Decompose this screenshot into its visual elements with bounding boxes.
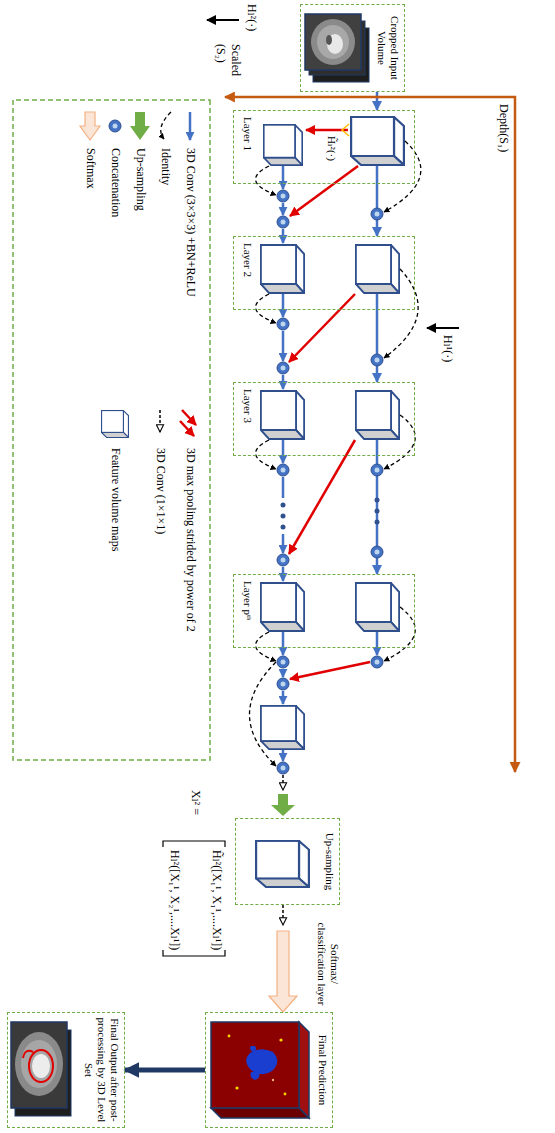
- ellipsis-dots: [281, 498, 380, 530]
- connector: [377, 92, 378, 110]
- depth-axis: [225, 97, 515, 772]
- input-volume-box: Cropped Input Volume: [300, 4, 405, 92]
- legend-text: 3D max pooling strided by power of 2: [183, 448, 198, 632]
- operator-label: Hₗ¹(·): [440, 335, 455, 362]
- axis-label: Depth(S₁): [496, 104, 511, 152]
- output-picture: [11, 1022, 71, 1116]
- equation-bracket: [163, 841, 225, 847]
- box-label: Final Output after post-processing by 3D…: [82, 1017, 121, 1123]
- layer-box: Layer 2: [233, 236, 415, 310]
- box-label: Up-sampling: [323, 823, 336, 900]
- prediction-box: Final Prediction: [205, 1012, 333, 1128]
- equation-term: Hₗ²([X₁¹, X₂¹,....Xₗ¹]): [167, 850, 182, 950]
- layer-box: Layer 3: [233, 382, 415, 456]
- identity-arrow: [250, 141, 421, 766]
- upsampling-arrow: [271, 794, 295, 816]
- equation-bracket: [163, 950, 225, 956]
- conv-arrow: [283, 166, 377, 761]
- concatenation-dot: [277, 190, 383, 774]
- box-label: Layer pᵗʰ: [241, 581, 254, 621]
- conv1-arrow: [282, 775, 284, 790]
- pooling-bracket: [342, 124, 349, 136]
- operator-label: H̃ₗ²(·): [324, 136, 339, 161]
- box-label: Cropped Input Volume: [375, 9, 401, 87]
- operator-arrow: [207, 19, 239, 21]
- legend-text: 3D Conv (3×3×3) +BN+ReLU: [183, 148, 198, 297]
- upsampling-box: Up-sampling: [235, 818, 340, 905]
- output-box: Final Output after post-processing by 3D…: [7, 1012, 125, 1128]
- legend-text: Up-sampling: [133, 148, 148, 211]
- prediction-picture: [211, 1022, 309, 1118]
- feature-cube: [256, 117, 404, 887]
- equation-term: Xₗ² =: [188, 790, 203, 815]
- mri-input-picture: [305, 14, 369, 82]
- legend-text: Concatenation: [108, 148, 123, 217]
- connector: [377, 310, 378, 382]
- connector: [269, 905, 297, 1012]
- operator-arrow: [427, 327, 459, 329]
- legend-frame: [13, 100, 210, 760]
- box-label: Layer 3: [241, 389, 254, 423]
- legend-text: Identity: [158, 148, 173, 185]
- connector: [125, 1070, 205, 1071]
- edge-label: Softmax/ classification layer: [315, 920, 341, 1008]
- legend-text: Softmax: [83, 148, 98, 189]
- box-label: Final Prediction: [316, 1017, 329, 1123]
- pooling-arrow: [289, 130, 370, 679]
- layer-box: Layer 1: [233, 110, 415, 184]
- legend-sample: [80, 112, 196, 437]
- legend-text: Feature volume maps: [108, 448, 123, 551]
- axis-label: Scaled (S₂): [213, 44, 243, 94]
- box-label: Layer 2: [241, 243, 254, 277]
- operator-label: Hₗ²(·): [244, 4, 259, 31]
- legend-text: 3D Conv (1×1×1): [153, 448, 168, 534]
- box-label: Layer 1: [241, 117, 254, 151]
- layer-box: Layer pᵗʰ: [233, 574, 415, 648]
- equation-term: H̃ₗ²([X₁¹, X₁¹,....Xₗ¹]): [209, 850, 224, 950]
